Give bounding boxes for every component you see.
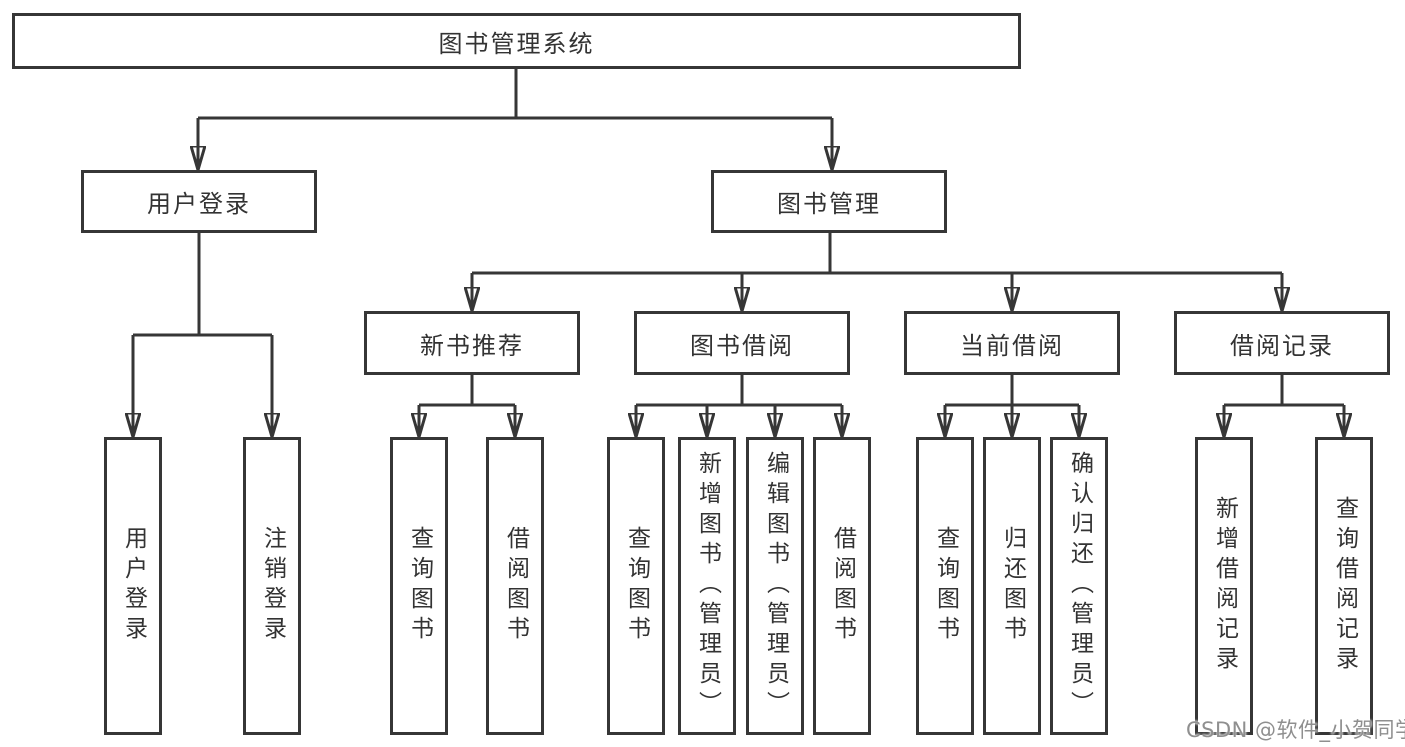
leaf-confirm-return-admin-label: 确认归还（管理员） (1066, 451, 1093, 721)
node-user-login: 用户登录 (81, 170, 317, 233)
node-borrow-records: 借阅记录 (1174, 311, 1390, 375)
leaf-return-book-label: 归还图书 (999, 526, 1026, 646)
leaf-borrow-book-2: 借阅图书 (813, 437, 871, 735)
leaf-confirm-return-admin: 确认归还（管理员） (1050, 437, 1108, 735)
leaf-add-borrow-record-label: 新增借阅记录 (1211, 496, 1238, 676)
leaf-user-login-label: 用户登录 (120, 526, 147, 646)
node-book-management: 图书管理 (711, 170, 947, 233)
leaf-edit-book-admin-label: 编辑图书（管理员） (762, 451, 789, 721)
node-library-management-system: 图书管理系统 (12, 13, 1021, 69)
leaf-query-borrow-record-label: 查询借阅记录 (1331, 496, 1358, 676)
leaf-add-book-admin: 新增图书（管理员） (678, 437, 736, 735)
leaf-query-books-2: 查询图书 (607, 437, 665, 735)
leaf-logout: 注销登录 (243, 437, 301, 735)
leaf-logout-label: 注销登录 (259, 526, 286, 646)
leaf-query-books-1-label: 查询图书 (406, 526, 433, 646)
csdn-watermark: CSDN @软件_小贺同学 (1186, 718, 1405, 742)
leaf-borrow-book-1-label: 借阅图书 (502, 526, 529, 646)
leaf-return-book: 归还图书 (983, 437, 1041, 735)
leaf-edit-book-admin: 编辑图书（管理员） (746, 437, 804, 735)
node-book-borrow: 图书借阅 (634, 311, 850, 375)
leaf-user-login: 用户登录 (104, 437, 162, 735)
leaf-query-borrow-record: 查询借阅记录 (1315, 437, 1373, 735)
leaf-borrow-book-2-label: 借阅图书 (829, 526, 856, 646)
leaf-query-books-2-label: 查询图书 (623, 526, 650, 646)
leaf-add-book-admin-label: 新增图书（管理员） (694, 451, 721, 721)
leaf-borrow-book-1: 借阅图书 (486, 437, 544, 735)
leaf-query-books-3-label: 查询图书 (932, 526, 959, 646)
leaf-query-books-1: 查询图书 (390, 437, 448, 735)
node-new-book-recommend: 新书推荐 (364, 311, 580, 375)
leaf-add-borrow-record: 新增借阅记录 (1195, 437, 1253, 735)
connector-trunks (133, 66, 1344, 407)
node-current-borrow: 当前借阅 (904, 311, 1120, 375)
leaf-query-books-3: 查询图书 (916, 437, 974, 735)
